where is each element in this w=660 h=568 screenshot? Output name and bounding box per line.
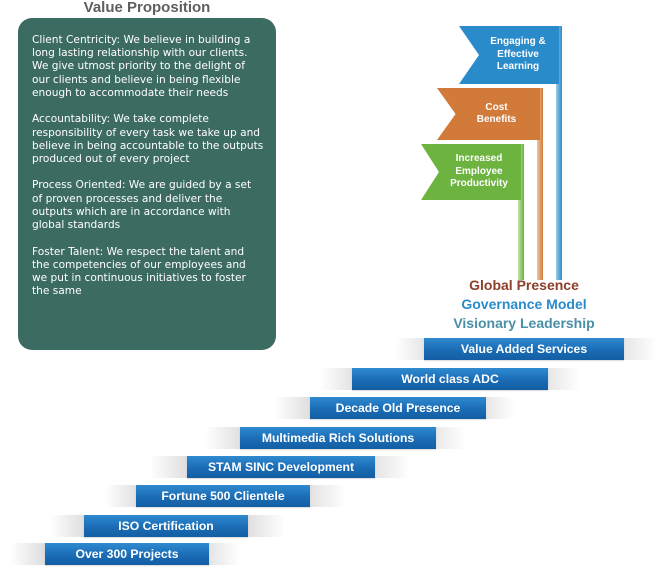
- flag-label: Cost Benefits: [476, 101, 517, 126]
- flag-cloth: Cost Benefits: [437, 88, 540, 140]
- flag-cloth: Engaging & Effective Learning: [459, 26, 559, 84]
- pillar-visionary-leadership: Visionary Leadership: [453, 315, 595, 331]
- step-over-300-projects: Over 300 Projects: [45, 543, 209, 565]
- flag-pole: [537, 88, 543, 280]
- value-client-centricity: Client Centricity: We believe in buildin…: [32, 34, 251, 99]
- step-multimedia-rich-solutions: Multimedia Rich Solutions: [240, 427, 436, 449]
- step-fortune-500-clientele: Fortune 500 Clientele: [136, 485, 310, 507]
- page-title: Value Proposition: [83, 0, 211, 16]
- flag-pole: [518, 144, 524, 280]
- value-proposition-box: Client Centricity: We believe in buildin…: [18, 18, 276, 350]
- value-accountability: Accountability: We take complete respons…: [32, 113, 264, 165]
- step-world-class-adc: World class ADC: [352, 368, 548, 390]
- pillar-global-presence: Global Presence: [469, 277, 579, 293]
- step-decade-old-presence: Decade Old Presence: [310, 397, 486, 419]
- value-foster-talent: Foster Talent: We respect the talent and…: [32, 245, 246, 298]
- flag-label: Increased Employee Productivity: [450, 153, 508, 190]
- step-stam-sinc-development: STAM SINC Development: [187, 456, 375, 478]
- step-value-added-services: Value Added Services: [424, 338, 624, 360]
- pillar-governance-model: Governance Model: [461, 296, 587, 312]
- step-iso-certification: ISO Certification: [84, 515, 248, 537]
- flag-cloth: Increased Employee Productivity: [421, 144, 521, 200]
- flag-pole: [556, 26, 562, 280]
- flag-label: Engaging & Effective Learning: [490, 36, 546, 73]
- value-process-oriented: Process Oriented: We are guided by a set…: [32, 179, 252, 232]
